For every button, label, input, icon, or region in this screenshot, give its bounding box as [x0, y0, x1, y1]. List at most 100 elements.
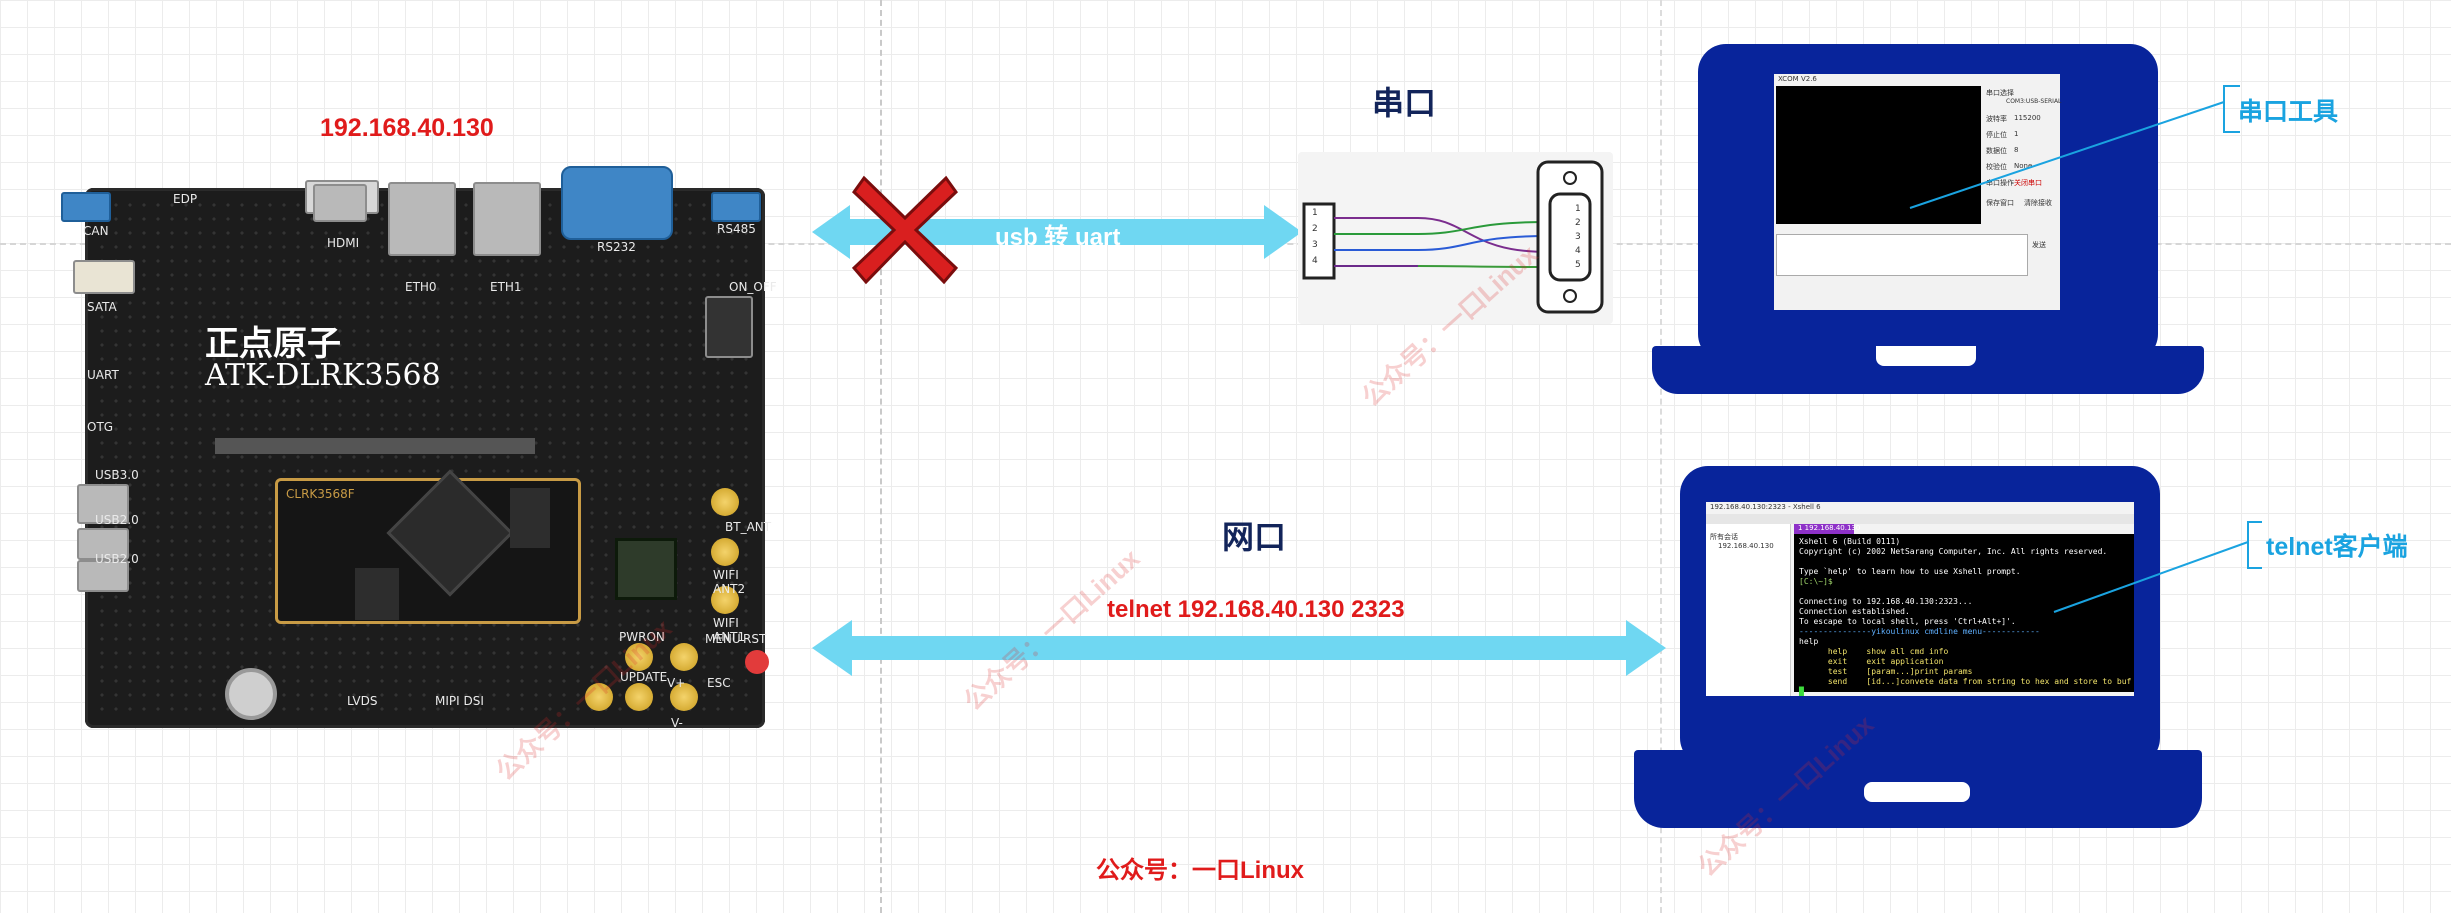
button-menu: [670, 643, 698, 671]
silk-vplus: V+: [667, 676, 686, 690]
terminal-line: Type `help' to learn how to use Xshell p…: [1799, 567, 2021, 576]
callout-telnet-line: [2053, 521, 2262, 613]
silk-sata: SATA: [87, 300, 117, 314]
silk-vminus: V-: [671, 716, 683, 730]
eth0-port: [388, 182, 456, 256]
silk-mipi-dsi: MIPI DSI: [435, 694, 484, 708]
silk-rs232: RS232: [597, 240, 636, 254]
rs232-db9-port: [561, 166, 673, 240]
board-to-board-connector: [215, 438, 535, 454]
usb-uart-arrow: [812, 205, 1302, 259]
setting-op-key: 串口操作: [1986, 179, 2014, 187]
can-terminal: [61, 192, 111, 222]
sata-connector: [73, 260, 135, 294]
telnet-terminal[interactable]: Xshell 6 (Build 0111)Copyright (c) 2002 …: [1794, 534, 2134, 696]
silk-update: UPDATE: [620, 670, 668, 684]
core-label: CLRK3568F: [286, 487, 355, 501]
silk-wifi-ant2: WIFI ANT2: [713, 568, 746, 596]
button-rst: [745, 650, 769, 674]
usb3-port: [77, 484, 129, 524]
session-tree: 所有会话 192.168.40.130: [1706, 524, 1791, 696]
serial-tool-title: XCOM V2.6: [1778, 75, 1817, 83]
serial-tool-window: XCOM V2.6 串口选择 COM3:USB-SERIAL 波特率 11520…: [1774, 74, 2062, 310]
wifi-ant1: [711, 586, 739, 614]
silk-usb3: USB3.0: [95, 468, 139, 482]
silk-edp: EDP: [173, 192, 198, 206]
clear-receive-button[interactable]: 清除接收: [2024, 199, 2052, 207]
cable-pin-right-2: 2: [1575, 218, 1581, 228]
silk-wifi-ant1: WIFI ANT1: [713, 616, 746, 644]
close-port-button[interactable]: 关闭串口: [2014, 179, 2042, 187]
footer-credit: 公众号：一口Linux: [1096, 857, 1304, 884]
setting-baud-value[interactable]: 115200: [2014, 114, 2041, 122]
telnet-client-window: 192.168.40.130:2323 - Xshell 6 所有会话 192.…: [1706, 502, 2134, 696]
serial-send-input[interactable]: [1776, 234, 2028, 276]
silk-rst: RST: [743, 632, 767, 646]
usb2-port-b: [77, 560, 129, 592]
silk-on-off: ON_OFF: [729, 280, 777, 294]
board-model: ATK-DLRK3568: [205, 358, 441, 393]
terminal-line: send [id...]convete data from string to …: [1799, 677, 2132, 686]
terminal-line: Xshell 6 (Build 0111): [1799, 537, 1901, 546]
terminal-line: test [param...]print params: [1799, 667, 1973, 676]
telnet-window-title: 192.168.40.130:2323 - Xshell 6: [1710, 503, 1821, 511]
telnet-command-label: telnet 192.168.40.130 2323: [1107, 596, 1405, 623]
session-tree-item[interactable]: 192.168.40.130: [1718, 542, 1774, 550]
cable-pin-right-3: 3: [1575, 232, 1581, 242]
setting-port-key: 串口选择: [1986, 89, 2014, 97]
guide-line-vertical-2: [1660, 0, 1662, 913]
session-tab[interactable]: 1 192.168.40.130: [1794, 524, 1860, 534]
silk-pwron: PWRON: [619, 630, 665, 644]
wifi-ant2: [711, 538, 739, 566]
usb2-port-a: [77, 528, 129, 560]
laptop-telnet-notch: [1864, 782, 1970, 802]
setting-data-value[interactable]: 8: [2014, 146, 2019, 154]
terminal-line: Connecting to 192.168.40.130:2323...: [1799, 597, 1973, 606]
cable-pin-left-2: 2: [1312, 224, 1318, 234]
hdmi-port: [313, 184, 367, 222]
terminal-line: █: [1799, 687, 1804, 696]
board-ip-label: 192.168.40.130: [320, 114, 494, 142]
terminal-line: help: [1799, 637, 1819, 646]
wifi-module: [615, 538, 677, 600]
send-button[interactable]: 发送: [2032, 241, 2046, 249]
silk-eth1: ETH1: [490, 280, 522, 294]
laptop-serial-notch: [1876, 346, 1976, 366]
serial-cable-diagram: 1 2 3 4 1 2 3 4 5: [1298, 152, 1613, 324]
silk-bt-ant: BT_ANT: [725, 520, 772, 534]
ddr-chip: [510, 488, 550, 548]
eth1-port: [473, 182, 541, 256]
rs485-terminal: [711, 192, 761, 222]
silk-hdmi: HDMI: [327, 236, 360, 250]
silk-eth0: ETH0: [405, 280, 437, 294]
terminal-line: To escape to local shell, press 'Ctrl+Al…: [1799, 617, 2016, 626]
cable-pin-left-1: 1: [1312, 208, 1318, 218]
terminal-line: Connection established.: [1799, 607, 1910, 616]
session-tree-root[interactable]: 所有会话: [1710, 533, 1738, 541]
button-update: [585, 683, 613, 711]
pcb-texture: [95, 198, 755, 718]
terminal-lines: Xshell 6 (Build 0111)Copyright (c) 2002 …: [1799, 537, 2132, 697]
network-title: 网口: [1222, 519, 1287, 555]
silk-can: CAN: [83, 224, 109, 238]
cable-wiring: [1302, 160, 1604, 314]
serial-title: 串口: [1372, 85, 1437, 121]
callout-serial-line: [1909, 85, 2240, 209]
button-vplus: [625, 643, 653, 671]
terminal-line: exit exit application: [1799, 657, 1944, 666]
silk-rs485: RS485: [717, 222, 756, 236]
save-window-button[interactable]: 保存窗口: [1986, 199, 2014, 207]
cable-pin-right-1: 1: [1575, 204, 1581, 214]
serial-receive-area: [1776, 86, 1981, 224]
cable-pin-right-4: 4: [1575, 246, 1581, 256]
bt-antenna: [711, 488, 739, 516]
dev-board-image: 正点原子 ATK-DLRK3568 CLRK3568F CAN EDP HDMI…: [61, 166, 777, 730]
setting-port-value[interactable]: COM3:USB-SERIAL: [2006, 98, 2062, 105]
setting-stop-value[interactable]: 1: [2014, 130, 2019, 138]
setting-parity-value[interactable]: None: [2014, 162, 2033, 170]
rtc-battery: [225, 668, 277, 720]
emmc-chip: [355, 568, 399, 620]
cable-pin-left-4: 4: [1312, 256, 1318, 266]
callout-serial-tool: 串口工具: [2238, 98, 2339, 126]
cable-pin-left-3: 3: [1312, 240, 1318, 250]
